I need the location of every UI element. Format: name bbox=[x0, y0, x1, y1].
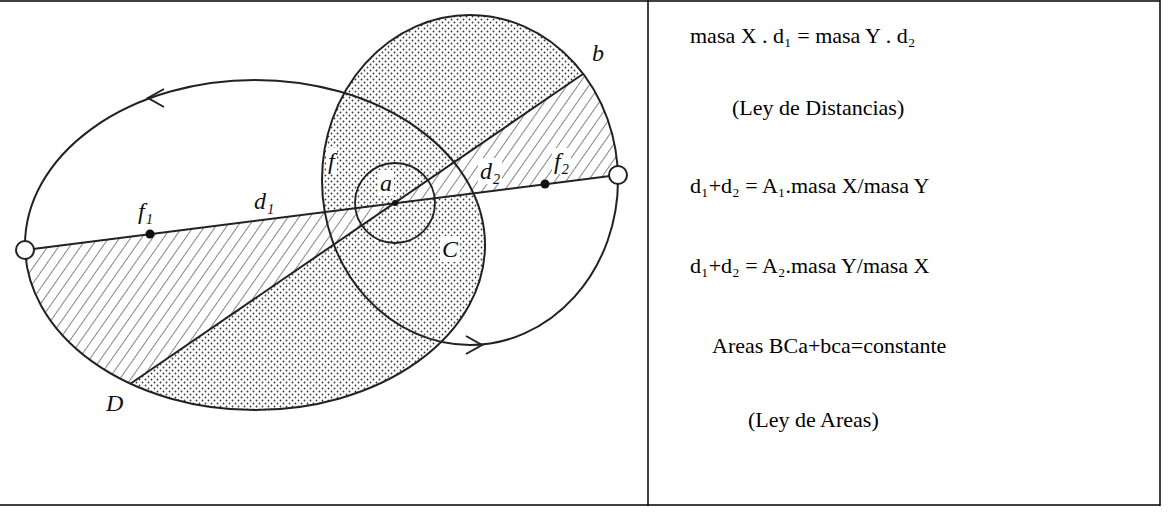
center-dot bbox=[392, 200, 398, 206]
point-label: D bbox=[104, 390, 125, 416]
direction-arrow bbox=[466, 336, 482, 354]
focus-dot bbox=[541, 180, 550, 189]
formula-cell: masa X . d₁ = masa Y . d₂ (Ley de Distanc… bbox=[650, 3, 1158, 503]
chord-line bbox=[130, 74, 583, 384]
center-circle bbox=[355, 163, 435, 243]
point-label: d₁ bbox=[252, 188, 276, 214]
body-circle bbox=[16, 241, 34, 259]
axis-line bbox=[25, 175, 618, 250]
point-label: a bbox=[378, 170, 394, 196]
point-label: d₂ bbox=[478, 158, 502, 184]
orbit-ellipse bbox=[25, 80, 485, 410]
point-label: f₁ bbox=[136, 198, 155, 224]
formula-text: Areas BCa+bca=constante bbox=[712, 333, 946, 359]
label-layer: b f aC Df₁ d₁ d₂ f₂ bbox=[0, 0, 648, 505]
law-name: (Ley de Areas) bbox=[748, 407, 879, 433]
law-name: (Ley de Distancias) bbox=[732, 95, 904, 121]
point-label: C bbox=[440, 236, 460, 262]
table-border bbox=[647, 0, 649, 506]
direction-arrow bbox=[148, 89, 164, 107]
focus-dot bbox=[146, 230, 155, 239]
table-border bbox=[0, 504, 1160, 506]
table-border bbox=[0, 0, 1160, 2]
table-border bbox=[1159, 0, 1161, 506]
formula-text: d₁+d₂ = A₂.masa Y/masa X bbox=[690, 253, 929, 279]
point-label: f₂ bbox=[552, 148, 571, 174]
formula-text: d₁+d₂ = A₁.masa X/masa Y bbox=[690, 173, 929, 199]
body-circle bbox=[609, 166, 627, 184]
point-label: f bbox=[326, 148, 337, 174]
formula-text: masa X . d₁ = masa Y . d₂ bbox=[690, 23, 915, 49]
point-label: b bbox=[590, 40, 606, 66]
